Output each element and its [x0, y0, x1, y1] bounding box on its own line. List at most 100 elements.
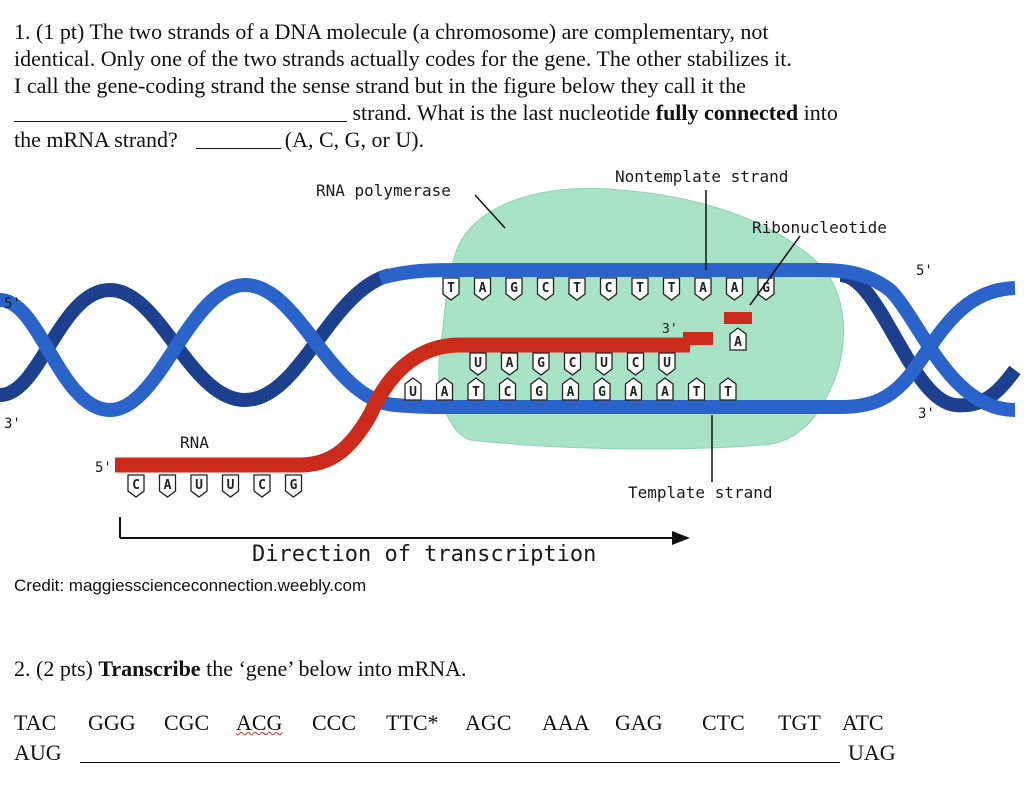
rna-base-letter: U: [195, 478, 203, 493]
rna-polymerase-pointer: [474, 194, 506, 229]
label-template-strand: Template strand: [628, 483, 773, 502]
dna-back-strand-right: [838, 268, 1021, 413]
template-base-letter: A: [441, 385, 449, 400]
nontemplate-base: T: [568, 277, 586, 301]
template-base: G: [530, 377, 548, 401]
nontemplate-base-letter: T: [573, 281, 581, 296]
mrna-answer-blank[interactable]: [80, 762, 840, 763]
nontemplate-base-letter: T: [447, 281, 455, 296]
nontemplate-base-letter: G: [510, 281, 518, 296]
q1-line-2: identical. Only one of the two strands a…: [14, 46, 792, 71]
rna-base: C: [253, 474, 271, 498]
rna-bubble-base-letter: C: [569, 356, 577, 371]
answer-stop-codon: UAG: [848, 740, 896, 765]
template-base-letter: A: [567, 385, 575, 400]
label-5-prime-rna: 5': [95, 460, 112, 476]
ribonucleotide-pointer: [749, 235, 801, 306]
nontemplate-base: A: [694, 277, 712, 301]
template-base-letter: T: [693, 385, 701, 400]
nontemplate-base: C: [599, 277, 618, 301]
rna-bubble-base-letter: C: [632, 356, 640, 371]
template-base: C: [498, 377, 517, 401]
rna-bubble-base-letter: U: [663, 356, 671, 371]
nontemplate-base-letter: A: [699, 281, 707, 296]
codon: CCC: [312, 710, 357, 735]
q1-line-5-text-b: (A, C, G, or U).: [284, 127, 425, 152]
nontemplate-base: G: [757, 277, 775, 301]
rna-bubble-base: C: [563, 352, 582, 376]
dna-back-strand: [0, 268, 393, 408]
rna-base-letter: A: [164, 478, 172, 493]
nontemplate-base-letter: C: [605, 281, 613, 296]
nontemplate-base: G: [505, 277, 523, 301]
codon: CGC: [164, 710, 210, 735]
label-5-prime-left: 5': [4, 296, 21, 312]
template-base-letter: T: [724, 385, 732, 400]
template-base: A: [561, 377, 580, 401]
label-rna: RNA: [180, 433, 209, 452]
codon: TGT: [778, 710, 821, 735]
label-3-prime-left: 3': [4, 416, 21, 432]
nucleotide-blank[interactable]: [195, 128, 281, 149]
q1-line-5-text-a: the mRNA strand?: [14, 127, 178, 152]
template-base-letter: T: [472, 385, 480, 400]
rna-base-letter: G: [290, 478, 298, 493]
codon: GGG: [88, 710, 136, 735]
template-base: T: [687, 377, 706, 401]
nontemplate-base-letter: C: [542, 281, 550, 296]
template-base: A: [624, 377, 643, 401]
free-ribonucleotide-letter: A: [734, 335, 742, 350]
template-base-letter: U: [409, 385, 417, 400]
rna-bubble-base-letter: G: [537, 356, 545, 371]
rna-bubble-base: U: [595, 352, 613, 376]
template-base-letter: G: [598, 385, 606, 400]
rna-base-letter: C: [258, 478, 266, 493]
q2-rest: the ‘gene’ below into mRNA.: [200, 656, 467, 681]
codon: ATC: [842, 710, 884, 735]
nontemplate-base: T: [631, 277, 649, 301]
nontemplate-base-letter: A: [731, 281, 739, 296]
nontemplate-base-letter: A: [479, 281, 487, 296]
rna-3-end-bar: [683, 332, 713, 345]
q1-line-4-text-b: into: [798, 100, 838, 125]
rna-base: U: [221, 474, 240, 498]
q1-line-5: the mRNA strand? (A, C, G, or U).: [14, 126, 1004, 153]
label-3-prime-right: 3': [918, 406, 935, 422]
template-base: U: [404, 377, 422, 401]
rna-bubble-base: G: [532, 352, 550, 376]
template-base: G: [593, 377, 611, 401]
nontemplate-base-letter: G: [762, 281, 770, 296]
ribonucleotide-bar: [724, 312, 752, 324]
nontemplate-base-letter: T: [636, 281, 644, 296]
nontemplate-base: T: [442, 277, 460, 301]
rna-base: U: [190, 474, 208, 498]
strand-name-blank[interactable]: [14, 101, 347, 122]
template-base: A: [435, 377, 454, 401]
q1-line-1: 1. (1 pt) The two strands of a DNA molec…: [14, 19, 769, 44]
rna-bubble-base: U: [469, 352, 487, 376]
template-base-letter: C: [504, 385, 512, 400]
rna-bubble-base-letter: U: [600, 356, 608, 371]
q2-prefix: 2. (2 pts): [14, 656, 99, 681]
codon: AAA: [542, 710, 590, 735]
codon: CTC: [702, 710, 745, 735]
free-ribonucleotide: A: [729, 327, 747, 351]
label-ribonucleotide: Ribonucleotide: [752, 218, 887, 237]
label-rna-polymerase: RNA polymerase: [316, 181, 451, 200]
template-base: A: [656, 377, 674, 401]
direction-arrow-head: [672, 531, 690, 545]
question-1: 1. (1 pt) The two strands of a DNA molec…: [14, 18, 1004, 153]
nontemplate-base: A: [725, 277, 744, 301]
rna-base: A: [158, 474, 177, 498]
answer-start-codon: AUG: [14, 740, 62, 765]
rna-bubble-base: C: [626, 352, 645, 376]
codon: GAG: [615, 710, 663, 735]
rna-base-letter: U: [227, 478, 235, 493]
label-5-prime-right: 5': [916, 263, 933, 279]
q2-bold: Transcribe: [98, 656, 201, 681]
template-base: T: [719, 377, 737, 401]
rna-base: G: [284, 474, 303, 498]
codon: TAC: [14, 710, 57, 735]
